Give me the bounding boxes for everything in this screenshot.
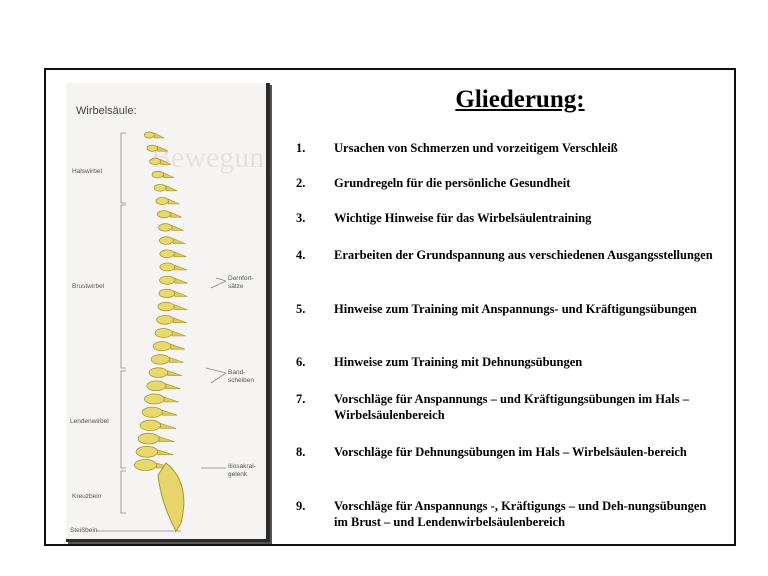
spinous-process (158, 436, 175, 442)
vertebra (159, 236, 174, 245)
label-dornfortsaetze-line2: sätze (228, 283, 244, 290)
spinous-process (157, 449, 174, 456)
spinous-process (174, 264, 188, 271)
vertebra (146, 144, 158, 152)
label-kreuzbein: Kreuzbein (72, 493, 102, 500)
slide-frame: Bewegungsapparat Wirbelsäule: Hals (44, 68, 736, 546)
item-text: Vorschläge für Anspannungs -, Kräftigung… (334, 499, 707, 529)
item-number: 1. (296, 141, 306, 155)
spinous-process (172, 238, 186, 244)
item-text: Vorschläge für Dehnungsübungen im Hals –… (334, 445, 687, 459)
spinous-process (157, 145, 168, 152)
label-iliosakralgelenk: Iliosakral- gelenk (228, 463, 256, 479)
vertebra (152, 341, 172, 352)
item-number: 3. (296, 211, 306, 225)
vertebra (156, 315, 174, 325)
spinous-process (169, 356, 184, 363)
vertebra (159, 249, 175, 259)
label-dornfortsaetze-line1: Dornfort- (228, 275, 254, 282)
spinous-process (167, 370, 183, 376)
spinous-process (173, 317, 187, 324)
item-number: 7. (296, 392, 306, 406)
item-text: Wichtige Hinweise für das Wirbelsäulentr… (334, 211, 592, 225)
label-iliosakral-line1: Iliosakral- (228, 463, 256, 470)
spine-illustration: Bewegungsapparat Wirbelsäule: Hals (66, 83, 270, 542)
label-halswirbel: Halswirbel (72, 168, 102, 175)
vertebra (151, 170, 164, 179)
vertebra (144, 393, 165, 405)
spinous-process (162, 409, 178, 416)
spinous-process (163, 396, 180, 403)
spinous-process (171, 330, 186, 337)
spinous-process (170, 343, 185, 350)
label-bandscheiben-line2: scheiben (228, 377, 255, 384)
item-number: 9. (296, 499, 306, 513)
spinous-process (171, 224, 184, 231)
vertebra (158, 223, 173, 232)
spinous-process (165, 185, 178, 192)
label-bandscheiben-line1: Band- (228, 369, 246, 376)
vertebra (157, 210, 171, 219)
watermark-text: Bewegungsapparat (151, 141, 270, 174)
vertebra (154, 328, 173, 338)
vertebra (139, 419, 162, 431)
slide-title: Gliederung: (455, 86, 585, 113)
label-steissbein: Steißbein (70, 527, 98, 534)
vertebra (135, 445, 159, 458)
label-iliosakral-line2: gelenk (228, 471, 248, 478)
label-dornfortsaetze: Dornfort- sätze (228, 275, 254, 291)
vertebra (149, 157, 161, 166)
spinous-process (174, 290, 188, 297)
item-number: 4. (296, 248, 306, 262)
spinous-process (173, 251, 187, 258)
vertebra (153, 184, 167, 192)
item-text: Erarbeiten der Grundspannung aus verschi… (334, 248, 713, 262)
spinous-process (173, 304, 188, 310)
label-lendenwirbel: Lendenwirbel (70, 418, 109, 425)
spinous-process (168, 198, 180, 205)
vertebra (148, 367, 169, 378)
spinous-process (163, 172, 175, 178)
spinous-process (154, 132, 165, 139)
item-text: Hinweise zum Training mit Anspannungs- u… (334, 302, 697, 316)
spinous-process (165, 383, 181, 390)
item-number: 2. (296, 176, 306, 190)
spinous-process (170, 211, 182, 218)
spinous-process (160, 158, 172, 165)
item-text: Ursachen von Schmerzen und vorzeitigem V… (334, 141, 618, 155)
item-text: Hinweise zum Training mit Dehnungsübunge… (334, 355, 583, 369)
vertebra (141, 406, 163, 418)
vertebra (155, 197, 169, 205)
item-text: Vorschläge für Anspannungs – und Kräftig… (334, 392, 689, 422)
vertebra (134, 459, 157, 471)
vertebra (137, 432, 160, 445)
figure-title: Wirbelsäule: (76, 105, 137, 117)
vertebra (150, 354, 170, 365)
vertebra (159, 275, 176, 285)
label-bandscheiben: Band- scheiben (228, 369, 254, 385)
vertebrae-group (134, 131, 188, 471)
vertebra (143, 131, 155, 139)
item-number: 8. (296, 445, 306, 459)
spinous-process (174, 277, 188, 284)
vertebra (159, 262, 176, 272)
item-number: 5. (296, 302, 306, 316)
vertebra (157, 301, 175, 312)
vertebra (158, 288, 176, 298)
item-text: Grundregeln für die persönliche Gesundhe… (334, 176, 571, 190)
item-number: 6. (296, 355, 306, 369)
spinous-process (160, 422, 177, 429)
vertebra (146, 380, 167, 392)
spine-drawing (96, 131, 227, 533)
label-brustwirbel: Brustwirbel (72, 283, 105, 290)
